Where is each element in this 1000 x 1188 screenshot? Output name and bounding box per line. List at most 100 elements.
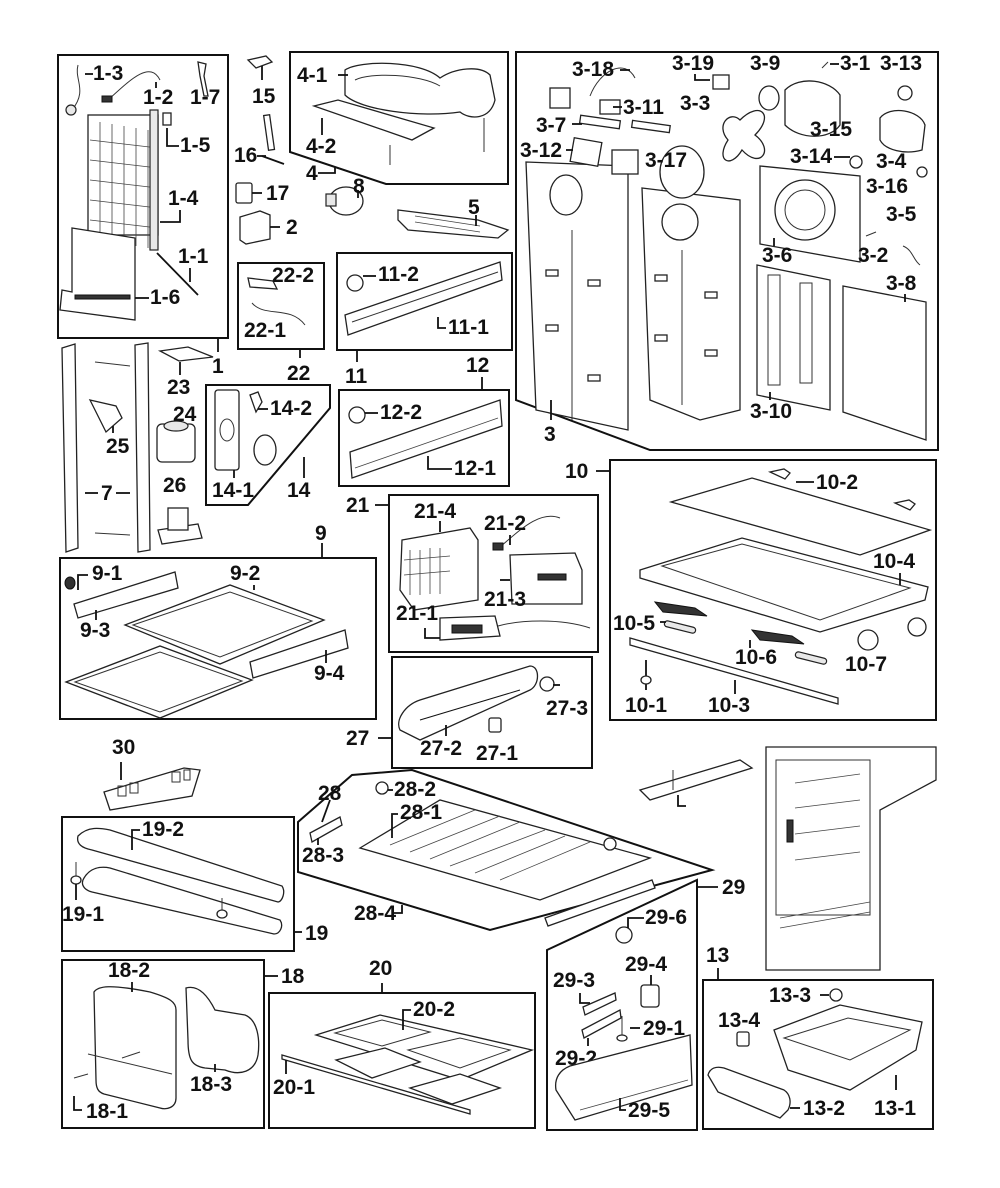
rail-left-part-7 [61, 343, 79, 553]
duct-part-18-3 [185, 986, 260, 1074]
bracket-part-3-19 [712, 74, 730, 90]
glass-part-10-4 [668, 477, 933, 556]
label-13-3: 13-3 [769, 984, 811, 1007]
plate-part-3-8 [842, 285, 927, 441]
frame-part-10-4 [639, 537, 929, 633]
wire-part-3-5 [902, 245, 921, 266]
bracket-part-29-2 [581, 1008, 622, 1039]
label-3-2: 3-2 [858, 244, 888, 267]
label-3-13: 3-13 [880, 52, 922, 75]
tray-insert [334, 1047, 422, 1079]
support-part-9-3 [73, 571, 179, 619]
drawer-part-28-1 [358, 799, 653, 901]
label-3-8: 3-8 [886, 272, 917, 295]
screw-part-3-2 [865, 231, 877, 237]
harness-wire-1-2 [107, 71, 161, 101]
assembly-21: 21 21-4 21-2 21-3 21-1 [346, 494, 599, 653]
label-20-2: 20-2 [413, 998, 455, 1021]
label-21-1: 21-1 [396, 602, 438, 625]
wire-part-3-18 [589, 67, 636, 97]
assembly-19: 19 19-2 19-1 [61, 816, 328, 952]
label-28-2: 28-2 [394, 778, 436, 801]
label-10-1: 10-1 [625, 694, 667, 717]
pcb-part-22-2 [247, 277, 279, 290]
trim-part-10-3 [629, 637, 839, 705]
rail-part-28-4 [544, 879, 656, 927]
label-18-1: 18-1 [86, 1100, 128, 1123]
seal-part-3-7 [578, 114, 622, 130]
roller-part-10-7 [857, 629, 879, 651]
label-10-5: 10-5 [613, 612, 655, 635]
assembly-18-frame [61, 959, 265, 1129]
label-29-5: 29-5 [628, 1099, 670, 1122]
label-assembly-18: 18 [281, 965, 305, 988]
grommet-part-3-13 [897, 85, 913, 101]
label-3-14: 3-14 [790, 145, 832, 168]
assembly-22-frame [237, 262, 325, 350]
label-21-2: 21-2 [484, 512, 526, 535]
cover-part-10-6 [750, 629, 805, 645]
assembly-13: 13 13-3 13-4 13-2 13-1 [702, 944, 934, 1130]
gasket-part-3-17 [659, 145, 705, 199]
shelf-lower [64, 645, 254, 719]
holder-part-16 [262, 114, 276, 151]
wire-part-21-2 [499, 515, 561, 548]
assembly-11-frame [336, 252, 513, 351]
trim-part-26 [103, 767, 201, 811]
label-3-12: 3-12 [520, 139, 562, 162]
label-19-1: 19-1 [62, 903, 104, 926]
roller-part-10-7b [907, 617, 927, 637]
fuse-part-1-5 [162, 112, 172, 126]
roller-part-28-2b [603, 837, 617, 851]
label-assembly-28: 28 [318, 782, 342, 805]
label-7: 7 [101, 482, 113, 505]
label-26: 30 [112, 736, 135, 759]
label-28-1: 28-1 [400, 801, 442, 824]
label-assembly-21: 21 [346, 494, 370, 517]
roller-part-11-2 [346, 274, 364, 292]
hinge-part-10-5 [663, 620, 697, 634]
label-23: 23 [167, 376, 190, 399]
assembly-1: 1-3 1-2 1-7 1-5 1-4 1-1 1-6 1 [57, 54, 229, 378]
rail-part-29-5 [554, 1034, 693, 1121]
clip-part-10-2b [892, 499, 916, 511]
label-assembly-27: 27 [346, 727, 369, 750]
assembly-27-frame [391, 656, 593, 769]
cover-part-19-2 [76, 827, 285, 903]
rail-part-27-2 [398, 665, 539, 741]
label-29-1: 29-1 [643, 1017, 685, 1040]
bracket-part-30 [638, 759, 754, 801]
roller-part-12-2 [348, 406, 366, 424]
tray-insert-2 [407, 1073, 503, 1105]
label-3-17: 3-17 [645, 149, 687, 172]
clip-part-10-2 [767, 468, 791, 480]
label-22-1: 22-1 [244, 319, 286, 342]
roller-part-29-6 [615, 926, 633, 944]
cover-part-8 [88, 399, 123, 434]
assembly-12-frame [338, 389, 510, 487]
label-9-1: 9-1 [92, 562, 123, 585]
cover-part-14-1 [214, 389, 240, 471]
screw-part-9-1 [64, 576, 76, 590]
label-12-1: 12-1 [454, 457, 496, 480]
label-3-4: 3-4 [876, 150, 907, 173]
label-assembly-3: 3 [544, 423, 556, 446]
assembly-19-frame [61, 816, 295, 952]
insulator-block-2 [611, 149, 639, 175]
label-assembly-20: 20 [369, 957, 392, 980]
label-9-2: 9-2 [230, 562, 260, 585]
assembly-13-frame [702, 979, 934, 1130]
rail-right-part-7 [134, 342, 151, 553]
motor-part-25 [167, 507, 189, 531]
label-21-3: 21-3 [484, 588, 526, 611]
assembly-10-frame [609, 459, 937, 721]
assembly-29: 29 29-6 29-4 29-3 29-2 29-1 29-5 [546, 876, 745, 1131]
assembly-1-frame [57, 54, 229, 339]
assembly-28: 28 28-2 28-1 28-3 28-4 [297, 768, 716, 932]
bracket-part-29-3 [582, 992, 617, 1016]
label-19-2: 19-2 [142, 818, 184, 841]
label-13-4: 13-4 [718, 1009, 760, 1032]
label-4-2: 4-2 [306, 135, 336, 158]
label-assembly-14: 14 [287, 479, 311, 502]
